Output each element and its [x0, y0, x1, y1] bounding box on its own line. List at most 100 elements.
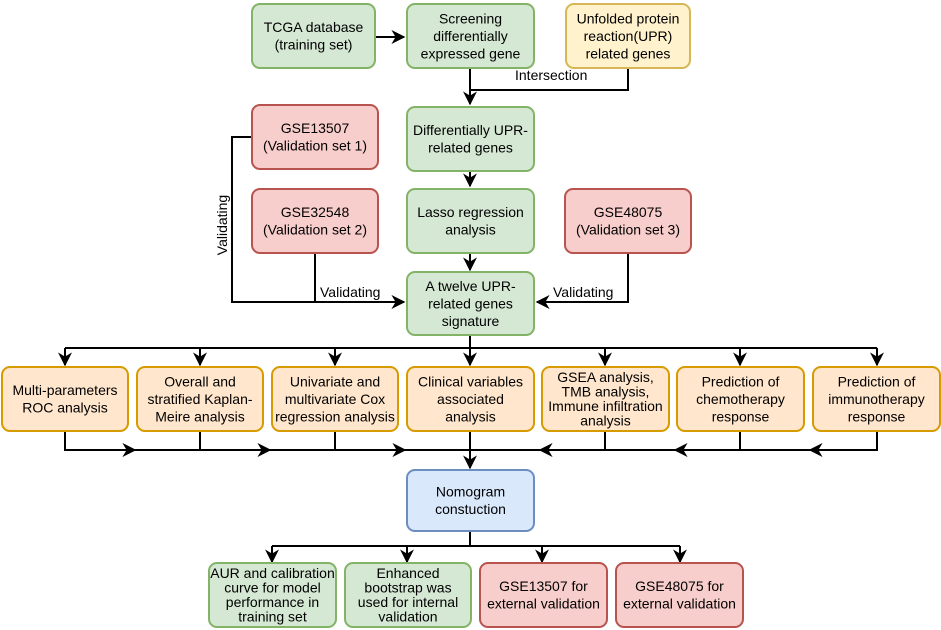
node-box	[251, 104, 379, 170]
node-box	[136, 366, 264, 432]
node-label-line: GSE48075	[594, 204, 663, 220]
node-box	[406, 366, 535, 432]
node-kaplan-meier: Overall and stratified Kaplan-Meire analy…	[136, 366, 264, 432]
edge-signature-bus	[65, 334, 877, 349]
node-box	[406, 271, 535, 336]
edge-gse48075-signature	[535, 252, 629, 309]
node-label-line: immunotherapy	[828, 391, 925, 407]
edge-label-validating-mid: Validating	[320, 284, 380, 300]
node-label-line: curve for model	[224, 579, 320, 595]
node-label-line: (Validation set 3)	[576, 222, 680, 238]
node-label-line: related genes	[428, 295, 513, 311]
node-upr: Unfolded protein reaction(UPR)related gen…	[565, 3, 691, 69]
node-label-line: Meire analysis	[155, 408, 244, 424]
node-label-line: analysis	[445, 408, 496, 424]
node-label-line: stratified Kaplan-	[147, 391, 252, 407]
node-label-line: Univariate and	[290, 373, 380, 389]
edge-label-validating-left: Validating	[214, 195, 230, 255]
node-label-line: related genes	[428, 140, 513, 156]
node-label-line: GSE13507	[281, 120, 350, 136]
node-label-line: ROC analysis	[22, 400, 108, 416]
node-label-line: Prediction of	[702, 373, 780, 389]
node-label-line: signature	[442, 313, 500, 329]
node-label-line: GSE32548	[281, 204, 350, 220]
node-label-line: training set	[238, 608, 307, 624]
node-box	[271, 366, 399, 432]
node-label-line: Nomogram	[436, 484, 505, 500]
node-box	[406, 469, 535, 532]
node-label-line: differentially	[433, 28, 507, 44]
node-label-line: reaction(UPR)	[584, 28, 673, 44]
node-label-line: GSEA analysis,	[557, 369, 654, 385]
node-differential-upr-genes: Differentially UPR-related genes	[406, 106, 535, 172]
edge-nomogram-bus	[272, 530, 680, 547]
node-label-line: chemotherapy	[696, 391, 785, 407]
node-label-line: response	[848, 408, 906, 424]
node-label-line: Differentially UPR-	[413, 122, 528, 138]
node-box	[251, 188, 379, 254]
node-label-line: Enhanced	[376, 565, 439, 581]
node-label-line: GSE48075 for	[635, 578, 724, 594]
node-label-line: analysis	[580, 412, 631, 428]
node-label-line: external validation	[623, 596, 736, 612]
node-label-line: GSE13507 for	[499, 578, 588, 594]
node-box	[208, 562, 337, 628]
node-box	[564, 188, 692, 254]
node-label-line: external validation	[487, 596, 600, 612]
node-label-line: Prediction of	[838, 373, 916, 389]
node-label-line: Multi-parameters	[12, 382, 117, 398]
node-label-line: (training set)	[275, 37, 353, 53]
node-gse32548: GSE32548 (Validation set 2)	[251, 188, 379, 254]
node-label-line: (Validation set 2)	[263, 222, 367, 238]
node-label-line: (Validation set 1)	[263, 138, 367, 154]
node-label-line: Overall and	[164, 373, 236, 389]
node-box	[812, 366, 941, 432]
node-cox-regression: Univariate and multivariate Coxregression…	[271, 366, 399, 432]
node-label-line: constuction	[435, 501, 506, 517]
node-gse48075-external: GSE48075 for external validation	[615, 562, 744, 628]
node-label-line: Unfolded protein	[577, 10, 680, 26]
node-label-line: expressed gene	[421, 45, 521, 61]
node-label-line: used for internal	[358, 594, 458, 610]
node-label-line: related genes	[586, 45, 671, 61]
node-label-line: TCGA database	[264, 19, 364, 35]
node-label-line: Screening	[439, 10, 502, 26]
node-gse13507: GSE13507 (Validation set 1)	[251, 104, 379, 170]
node-label-line: response	[712, 408, 770, 424]
node-label-line: regression analysis	[275, 408, 395, 424]
node-box	[251, 3, 376, 69]
node-box	[344, 562, 472, 628]
node-label-line: AUR and calibration	[210, 565, 335, 581]
node-label-line: analysis	[445, 222, 496, 238]
node-box	[676, 366, 805, 432]
node-gse48075: GSE48075 (Validation set 3)	[564, 188, 692, 254]
node-label-line: multivariate Cox	[285, 391, 385, 407]
node-box	[541, 366, 670, 432]
node-label-line: Clinical variables	[418, 373, 523, 389]
node-signature: A twelve UPR-related genes signature	[406, 271, 535, 336]
node-box	[615, 562, 744, 628]
node-box	[1, 366, 129, 432]
edge-gse13507-signature	[231, 136, 406, 309]
edge-label-validating-right: Validating	[553, 284, 613, 300]
node-box	[565, 3, 691, 69]
node-box	[406, 106, 535, 172]
node-gsea-tmb-immune: GSEA analysis,TMB analysis,Immune infilt…	[541, 366, 670, 432]
node-label-line: associated	[437, 391, 504, 407]
node-label-line: A twelve UPR-	[425, 278, 516, 294]
node-label-line: performance in	[226, 594, 319, 610]
node-tcga: TCGA database (training set)	[251, 3, 376, 69]
node-label-line: TMB analysis,	[562, 383, 650, 399]
node-gse13507-external: GSE13507 for external validation	[479, 562, 608, 628]
connectors	[58, 30, 884, 564]
